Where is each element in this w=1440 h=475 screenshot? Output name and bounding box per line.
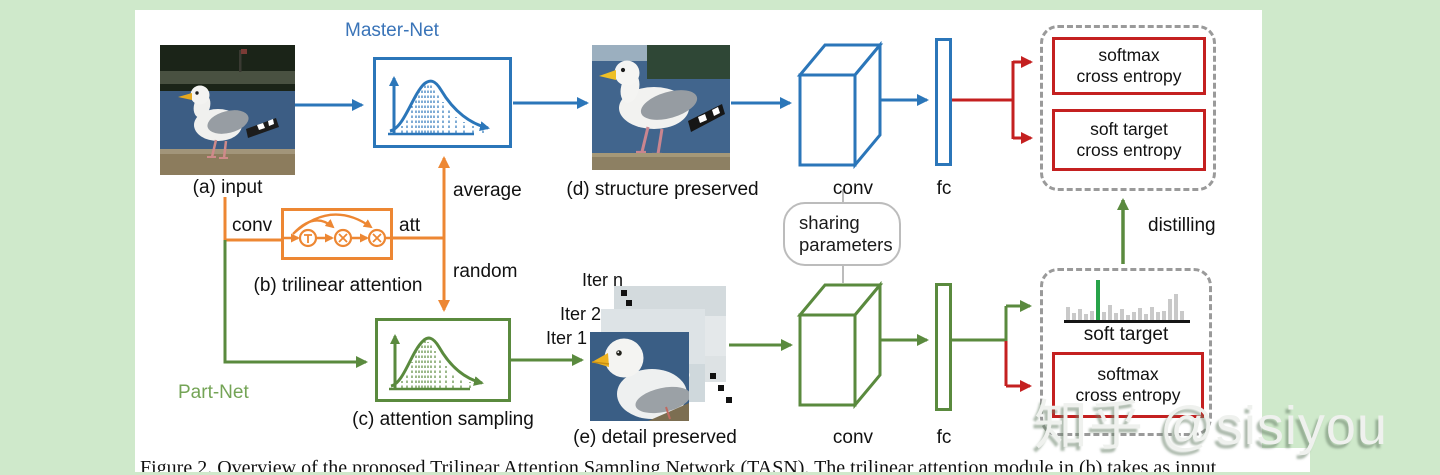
random-label: random	[453, 261, 518, 282]
attention-sampling-box	[375, 318, 511, 402]
histogram-bar	[1168, 299, 1172, 320]
master-net-title: Master-Net	[345, 20, 439, 41]
trilinear-attention-module	[281, 208, 393, 260]
histogram-bar	[1132, 312, 1136, 320]
ellipsis-dot	[726, 397, 732, 403]
soft-target-cross-entropy-box: soft target cross entropy	[1052, 109, 1206, 171]
structure-preserved-image	[592, 45, 730, 170]
stage-e-label: (e) detail preserved	[573, 427, 737, 448]
average-distribution-box	[373, 57, 512, 148]
histogram-bar	[1162, 311, 1166, 320]
sharing-parameters-bracket: sharing parameters	[783, 202, 901, 266]
watermark: 知乎 @sisiyou	[1034, 396, 1388, 456]
iter-n-label: Iter n	[582, 270, 624, 290]
histogram-bar	[1126, 315, 1130, 320]
input-bird-image	[160, 45, 295, 175]
histogram-bar	[1156, 312, 1160, 320]
master-loss-group	[1040, 25, 1216, 191]
detail-image-iter-1	[590, 332, 689, 421]
multiply-node-icon	[333, 228, 353, 248]
distribution-curve-icon	[388, 76, 490, 136]
part-softmax-cross-entropy-box: softmax cross entropy	[1052, 352, 1204, 418]
iter-1-label: Iter 1	[546, 328, 588, 348]
histogram-bar	[1066, 307, 1070, 320]
ellipsis-dot	[626, 300, 632, 306]
soft-target-histogram	[1064, 276, 1190, 323]
histogram-bar	[1096, 280, 1100, 320]
loss-line: cross entropy	[1076, 140, 1182, 160]
distilling-label: distilling	[1148, 215, 1216, 236]
softmax-cross-entropy-box: softmax cross entropy	[1052, 37, 1206, 95]
part-fc-label: fc	[936, 427, 952, 448]
caption-strip	[135, 448, 1310, 472]
part-loss-group	[1040, 268, 1212, 436]
ellipsis-dot	[718, 385, 724, 391]
part-conv-label: conv	[832, 427, 874, 448]
figure-caption: Figure 2. Overview of the proposed Trili…	[140, 457, 1217, 472]
histogram-bar	[1150, 307, 1154, 320]
soft-target-histogram-bars	[1066, 276, 1186, 320]
master-conv-label: conv	[832, 178, 874, 199]
average-label: average	[453, 180, 522, 201]
conv-in-label: conv	[232, 215, 273, 236]
distribution-curve-icon-green	[389, 334, 484, 391]
histogram-bar	[1174, 294, 1178, 320]
stage-b-label: (b) trilinear attention	[253, 275, 423, 296]
soft-target-label: soft target	[1083, 324, 1169, 345]
loss-line: cross entropy	[1076, 66, 1182, 86]
master-fc-layer	[935, 38, 952, 166]
ellipsis-dot	[621, 290, 627, 296]
loss-line: softmax	[1097, 364, 1159, 385]
histogram-bar	[1078, 309, 1082, 320]
master-conv-cube	[796, 40, 884, 170]
stage-d-label: (d) structure preserved	[566, 179, 759, 200]
part-net-title: Part-Net	[178, 382, 249, 403]
histogram-bar	[1114, 313, 1118, 320]
histogram-bar	[1090, 311, 1094, 320]
histogram-bar	[1108, 305, 1112, 320]
loss-line: soft target	[1090, 119, 1168, 140]
histogram-bar	[1102, 312, 1106, 320]
histogram-bar	[1144, 314, 1148, 320]
part-fc-layer	[935, 283, 952, 411]
iter-2-label: Iter 2	[560, 304, 602, 324]
att-out-label: att	[399, 215, 421, 236]
histogram-baseline	[1064, 320, 1190, 323]
ellipsis-dot	[710, 373, 716, 379]
stage-a-label: (a) input	[192, 177, 263, 198]
loss-line: softmax	[1098, 45, 1160, 66]
stage-c-label: (c) attention sampling	[352, 409, 534, 430]
histogram-bar	[1120, 309, 1124, 320]
loss-line: cross entropy	[1075, 385, 1181, 405]
master-fc-label: fc	[936, 178, 952, 199]
transpose-node-icon	[298, 228, 318, 248]
histogram-bar	[1072, 313, 1076, 320]
part-conv-cube	[796, 280, 884, 410]
histogram-bar	[1138, 308, 1142, 320]
multiply-node-icon-2	[367, 228, 387, 248]
histogram-bar	[1180, 311, 1184, 320]
histogram-bar	[1084, 314, 1088, 320]
